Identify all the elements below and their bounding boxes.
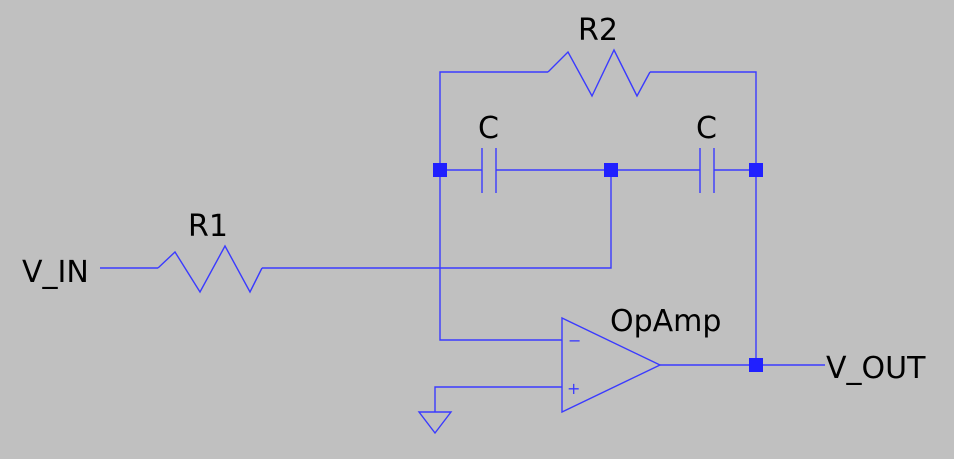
junction-node-right <box>749 163 763 177</box>
capacitor-left <box>481 148 497 193</box>
opamp-inverting-pin: − <box>568 331 581 350</box>
resistor-r2 <box>547 48 651 98</box>
ground-icon <box>417 411 453 435</box>
wire-ground-noninverting <box>434 386 562 412</box>
label-c-left: C <box>478 111 499 146</box>
label-r2: R2 <box>578 13 618 48</box>
label-c-right: C <box>696 111 717 146</box>
junction-node-mid <box>604 163 618 177</box>
wire-r2-right <box>650 71 757 170</box>
opamp-triangle <box>561 316 662 414</box>
capacitor-right <box>699 148 715 193</box>
wires <box>100 71 825 412</box>
junction-node-output <box>749 358 763 372</box>
label-v-out: V_OUT <box>826 351 926 386</box>
opamp-noninverting-pin: + <box>567 379 580 398</box>
wire-r2-left <box>439 71 548 170</box>
label-v-in: V_IN <box>22 255 89 290</box>
resistor-r1 <box>157 244 263 294</box>
label-r1: R1 <box>188 209 228 244</box>
label-opamp: OpAmp <box>610 304 721 339</box>
junction-node-left <box>433 163 447 177</box>
wire-node-left-inverting <box>439 170 562 341</box>
wire-r1-node-mid <box>262 170 612 269</box>
opamp: − + <box>561 316 662 414</box>
junction-nodes <box>433 163 763 372</box>
